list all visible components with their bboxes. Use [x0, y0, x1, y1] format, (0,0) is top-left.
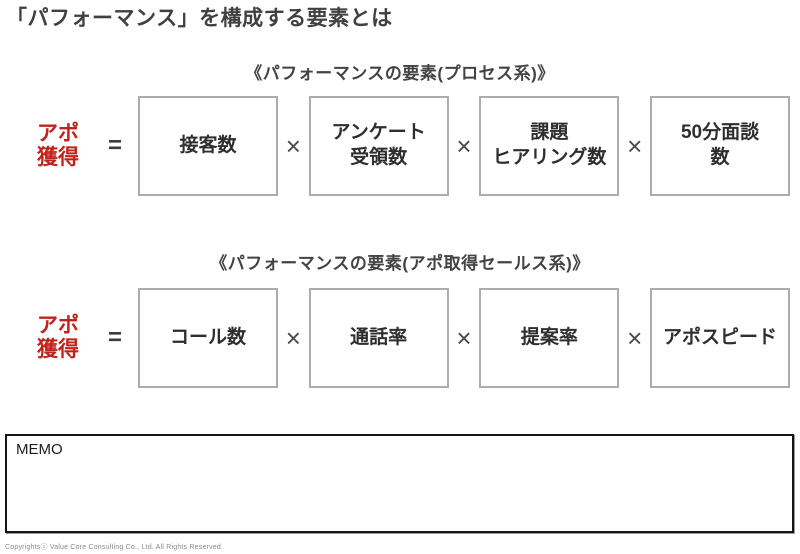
factor-box-sales-3: 提案率 — [479, 288, 620, 388]
times-sign: × — [456, 130, 472, 161]
section-heading-process: 《パフォーマンスの要素(プロセス系)》 — [245, 64, 555, 83]
times-sign: × — [627, 322, 643, 353]
factor-label: 50分面談 数 — [680, 122, 760, 168]
factor-label: 通話率 — [350, 326, 408, 348]
equals-sign: = — [107, 324, 122, 351]
memo-box: MEMO — [5, 434, 794, 533]
factor-box-process-2: アンケート 受領数 — [308, 96, 449, 196]
factor-label: コール数 — [169, 326, 246, 348]
factor-label: 接客数 — [179, 134, 237, 156]
page-title: 「パフォーマンス」を構成する要素とは — [6, 7, 393, 30]
times-sign: × — [285, 130, 301, 161]
memo-label: MEMO — [16, 441, 63, 458]
factor-box-process-4: 50分面談 数 — [650, 96, 791, 196]
result-label-process: アポ 獲得 — [37, 121, 79, 169]
factor-label: 提案率 — [520, 326, 578, 348]
factor-box-sales-1: コール数 — [138, 288, 278, 388]
section-heading-sales: 《パフォーマンスの要素(アポ取得セールス系)》 — [210, 254, 590, 273]
copyright-text: Copyrightsⓒ Value Core Consulting Co., L… — [5, 544, 224, 551]
times-sign: × — [456, 322, 472, 353]
factor-label: 課題 ヒアリング数 — [492, 122, 607, 168]
factor-box-sales-4: アポスピード — [650, 288, 791, 388]
factor-label: アンケート 受領数 — [331, 122, 426, 168]
equals-sign: = — [107, 132, 122, 159]
factor-box-process-1: 接客数 — [138, 96, 278, 196]
factor-box-process-3: 課題 ヒアリング数 — [479, 96, 620, 196]
times-sign: × — [627, 130, 643, 161]
factor-box-sales-2: 通話率 — [308, 288, 449, 388]
result-label-sales: アポ 獲得 — [37, 313, 79, 361]
factor-label: アポスピード — [663, 326, 778, 348]
formula-row-sales: アポ 獲得 = コール数 × 通話率 × 提案率 × アポスピード — [24, 287, 791, 389]
formula-row-process: アポ 獲得 = 接客数 × アンケート 受領数 × 課題 ヒアリング数 × 50… — [24, 95, 791, 197]
times-sign: × — [285, 322, 301, 353]
